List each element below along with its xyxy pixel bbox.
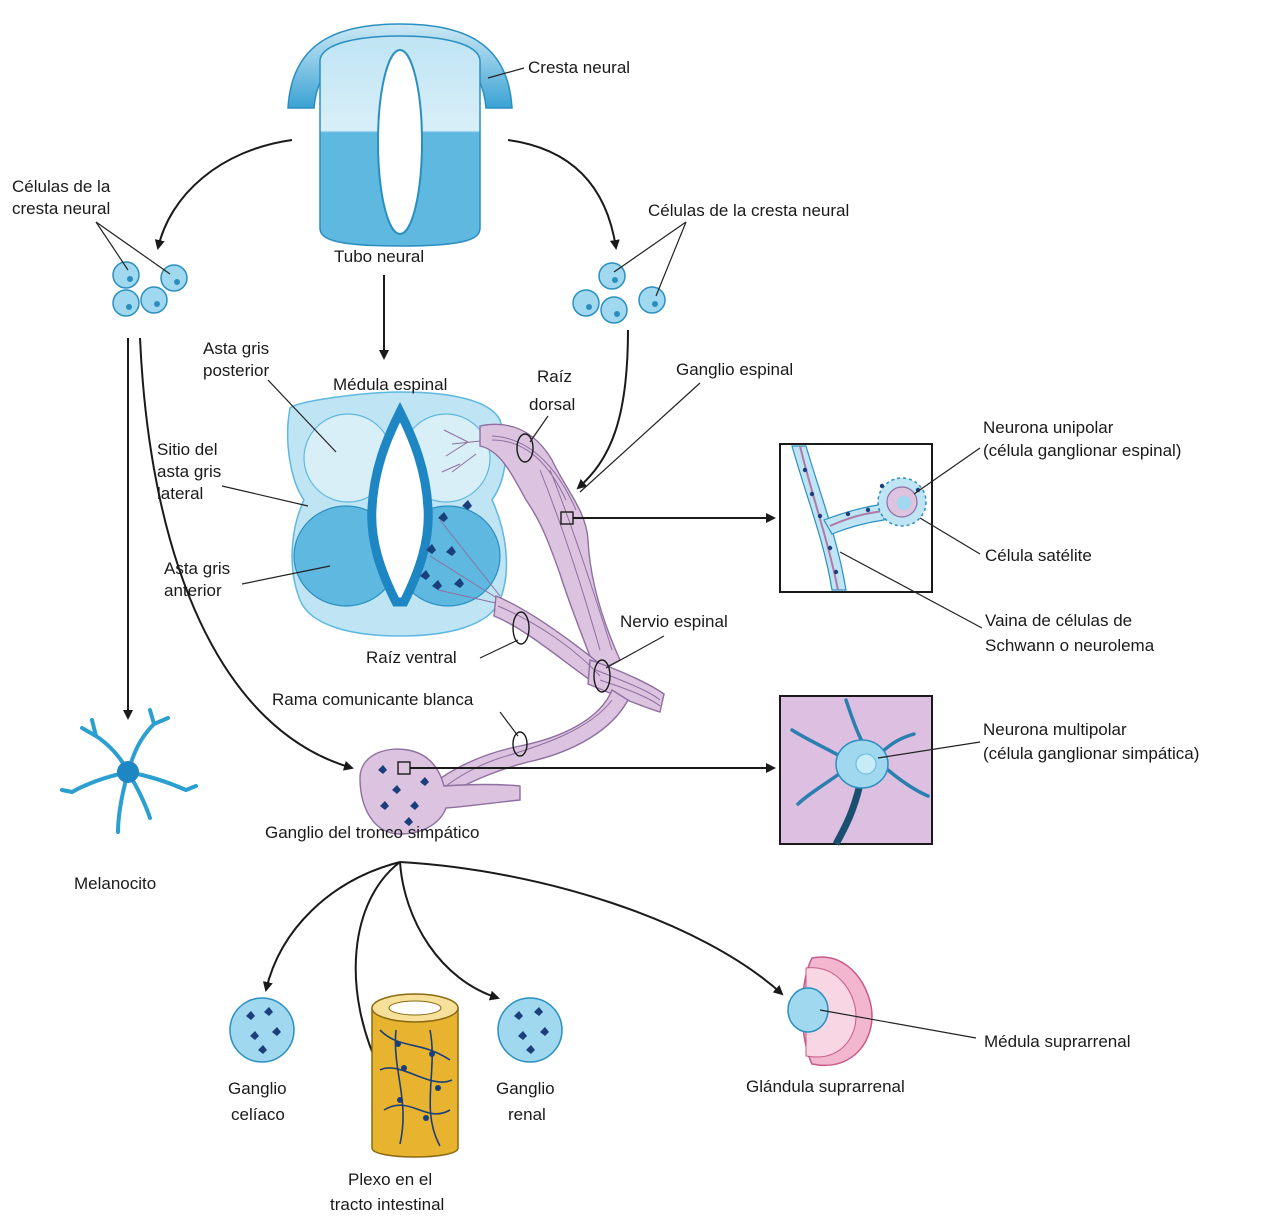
label-ganglio-celiaco-2: celíaco [231, 1105, 285, 1124]
label-celula-satelite: Célula satélite [985, 546, 1092, 565]
label-ganglio-espinal: Ganglio espinal [676, 360, 793, 379]
label-raiz-dorsal-1: Raíz [537, 367, 572, 386]
spinal-cord [288, 392, 507, 636]
label-asta-anterior-1: Asta gris [164, 559, 230, 578]
intestinal-plexus [372, 994, 458, 1157]
renal-ganglion [498, 998, 562, 1062]
label-neurona-unipolar-1: Neurona unipolar [983, 418, 1114, 437]
multipolar-neuron-box [780, 696, 932, 844]
label-melanocito: Melanocito [74, 874, 156, 893]
label-nervio-espinal: Nervio espinal [620, 612, 728, 631]
label-sitio-lateral-1: Sitio del [157, 440, 217, 459]
unipolar-neuron-box [780, 444, 932, 592]
neural-tube [288, 24, 512, 246]
label-ganglio-celiaco-1: Ganglio [228, 1079, 287, 1098]
melanocyte-body [117, 761, 139, 783]
label-neurona-unipolar-2: (célula ganglionar espinal) [983, 441, 1181, 460]
label-asta-posterior-1: Asta gris [203, 339, 269, 358]
label-medula-espinal: Médula espinal [333, 375, 447, 394]
label-tubo-neural: Tubo neural [334, 247, 424, 266]
adrenal-gland [788, 957, 872, 1065]
label-celulas-cresta-right: Células de la cresta neural [648, 201, 849, 220]
celiac-ganglion [230, 998, 294, 1062]
label-ganglio-tronco: Ganglio del tronco simpático [265, 823, 480, 842]
label-vaina-1: Vaina de células de [985, 611, 1132, 630]
label-sitio-lateral-2: asta gris [157, 462, 221, 481]
label-raiz-ventral: Raíz ventral [366, 648, 457, 667]
label-glandula: Glándula suprarrenal [746, 1077, 905, 1096]
label-medula-suprarrenal: Médula suprarrenal [984, 1032, 1130, 1051]
label-neurona-multipolar-1: Neurona multipolar [983, 720, 1127, 739]
label-plexo-1: Plexo en el [348, 1170, 432, 1189]
label-neurona-multipolar-2: (célula ganglionar simpática) [983, 744, 1199, 763]
label-celulas-cresta-left-2: cresta neural [12, 199, 110, 218]
label-asta-posterior-2: posterior [203, 361, 269, 380]
label-plexo-2: tracto intestinal [330, 1195, 444, 1214]
label-vaina-2: Schwann o neurolema [985, 636, 1155, 655]
crest-cells-right [573, 263, 665, 323]
label-raiz-dorsal-2: dorsal [529, 395, 575, 414]
crest-cells-left [113, 262, 187, 316]
label-sitio-lateral-3: lateral [157, 484, 203, 503]
label-asta-anterior-2: anterior [164, 581, 222, 600]
label-rama-comunicante: Rama comunicante blanca [272, 690, 474, 709]
label-celulas-cresta-left-1: Células de la [12, 177, 111, 196]
label-ganglio-renal-2: renal [508, 1105, 546, 1124]
label-cresta-neural: Cresta neural [528, 58, 630, 77]
label-ganglio-renal-1: Ganglio [496, 1079, 555, 1098]
neural-canal [378, 50, 422, 234]
